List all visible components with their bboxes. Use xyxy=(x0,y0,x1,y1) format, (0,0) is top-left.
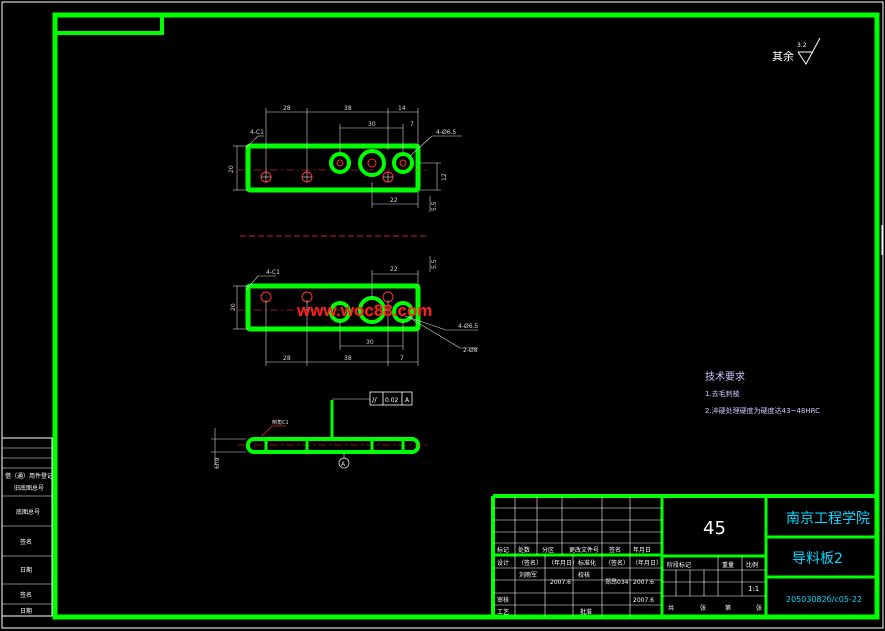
proofread-label: 校核 xyxy=(578,571,590,579)
dim-top-5: 7 xyxy=(410,121,414,128)
row-design-label: 设计 xyxy=(497,559,509,567)
bottom-view[interactable]: 22 5.5 4-C1 4-Ø6.5 2-Ø8 28 30 38 7 20 ww… xyxy=(230,256,478,366)
dim-top-2: 38 xyxy=(344,105,352,112)
code-box xyxy=(55,15,164,35)
dim-bot-6: 28 xyxy=(283,355,291,362)
counterbore-b1 xyxy=(329,301,351,323)
dim-bot-5: 2-Ø8 xyxy=(463,347,478,354)
top-view[interactable]: 28 38 14 30 7 22 4-Ø6.5 20 12 5.5 4-C1 xyxy=(228,105,462,212)
sheet-no-unit: 张 xyxy=(756,604,762,612)
dim-top-10: 5.5 xyxy=(431,201,438,211)
datum-circle xyxy=(338,457,350,469)
th-change-doc: 更改文件号 xyxy=(569,546,599,554)
parallel-icon: // xyxy=(372,396,377,404)
dim-bot-3: 4-C1 xyxy=(266,269,280,276)
dim-top-6: 22 xyxy=(390,197,398,204)
strip-label-3: 底图总号 xyxy=(16,508,40,516)
row-design-sign: （签名） xyxy=(518,559,542,567)
side-view[interactable]: 倒角C1 // 0.02 A A 6h9 xyxy=(211,391,428,469)
proofread-date: 2007.6 xyxy=(633,579,654,586)
approve-date: 2007.6 xyxy=(633,597,654,604)
bottom-plate-outline xyxy=(245,283,421,332)
part-name: 导料板2 xyxy=(792,551,843,567)
review-label: 审核 xyxy=(497,596,509,604)
tolerance-value: 0.02 xyxy=(385,397,399,404)
dim-top-7: 4-Ø6.5 xyxy=(436,129,456,136)
designer-name: 刘雨军 xyxy=(519,571,537,579)
scale-value: 1:1 xyxy=(748,585,759,593)
sheet-total-unit: 张 xyxy=(700,604,706,612)
roughness-symbol: 其余 3.2 xyxy=(772,37,821,65)
top-plate-outline xyxy=(245,143,421,193)
counterbore-hole-2 xyxy=(358,149,386,177)
thickness-dim: 6h9 xyxy=(214,457,221,469)
material-value: 45 xyxy=(703,518,726,539)
strip-label-2: 旧底图总号 xyxy=(14,484,44,492)
dim-bot-1: 22 xyxy=(390,266,398,273)
drawing-number: 20503082б/с05-22 xyxy=(786,595,862,604)
dim-top-11: 4-C1 xyxy=(250,129,264,136)
dim-bot-7: 30 xyxy=(366,339,374,346)
counterbore-hole-1 xyxy=(329,152,351,174)
note-2: 2.淬硬处理硬度为硬度达43~48HRC xyxy=(705,406,820,415)
strip-label-7: 日期 xyxy=(20,607,32,615)
title-block[interactable]: 45 南京工程学院 导料板2 20503082б/с05-22 标记 处数 分区… xyxy=(491,494,877,617)
roughness-label: 其余 xyxy=(772,49,794,63)
scale-header: 比例 xyxy=(746,561,758,569)
dim-top-1: 28 xyxy=(283,105,291,112)
process-label: 工艺 xyxy=(497,608,509,616)
notes-title: 技术要求 xyxy=(705,370,745,383)
dim-top-3: 14 xyxy=(398,105,406,112)
dim-top-8: 20 xyxy=(228,165,235,173)
row-standard-sign: （签名） xyxy=(605,559,629,567)
watermark-text: www.woc88.com xyxy=(296,301,432,320)
row-design-date: （年月日） xyxy=(548,559,578,567)
note-1: 1.去毛刺棱 xyxy=(705,389,740,398)
strip-label-4: 签名 xyxy=(20,538,32,546)
strip-label-1: 借（通）用件登记 xyxy=(5,472,53,480)
dim-bot-9: 7 xyxy=(400,355,404,362)
dim-top-4: 30 xyxy=(368,121,376,128)
th-count: 处数 xyxy=(518,546,530,554)
stage-mark-header: 阶段标记 xyxy=(667,561,691,569)
counterbore-b3 xyxy=(392,301,414,323)
datum-ref: A xyxy=(405,397,410,404)
roughness-value: 3.2 xyxy=(797,42,807,49)
dim-top-9: 12 xyxy=(441,173,448,181)
design-date: 2007.6 xyxy=(550,579,571,586)
weight-header: 重量 xyxy=(722,561,734,569)
counterbore-hole-3 xyxy=(392,152,414,174)
row-standard-label: 标准化 xyxy=(578,559,596,567)
approve-label: 批准 xyxy=(580,608,592,616)
technical-requirements: 技术要求 1.去毛刺棱 2.淬硬处理硬度为硬度达43~48HRC xyxy=(705,370,820,415)
strip-label-6: 签名 xyxy=(20,591,32,599)
th-mark: 标记 xyxy=(497,546,509,554)
dim-bot-4: 4-Ø6.5 xyxy=(458,323,478,330)
th-date: 年月日 xyxy=(633,546,651,554)
th-zone: 分区 xyxy=(542,546,554,554)
sheet-total-label: 共 xyxy=(668,604,674,612)
proofread-name: 郑昂034 xyxy=(605,578,629,586)
tolerance-frame xyxy=(369,391,413,406)
dim-bot-8: 38 xyxy=(344,355,352,362)
row-standard-date: （年月日） xyxy=(632,559,662,567)
left-strip: 借（通）用件登记 旧底图总号 底图总号 签名 日期 签名 日期 xyxy=(1,437,53,617)
th-sign: 签名 xyxy=(609,546,621,554)
drawing-frame xyxy=(52,12,880,620)
dim-bot-2: 5.5 xyxy=(431,259,438,269)
dim-bot-10: 20 xyxy=(230,303,237,311)
sheet-no-label: 第 xyxy=(725,604,731,612)
roughness-check-icon xyxy=(797,37,821,65)
school-name: 南京工程学院 xyxy=(786,511,870,527)
datum-label: A xyxy=(341,461,346,468)
strip-label-5: 日期 xyxy=(20,566,32,574)
chamfer-label: 倒角C1 xyxy=(272,419,289,426)
